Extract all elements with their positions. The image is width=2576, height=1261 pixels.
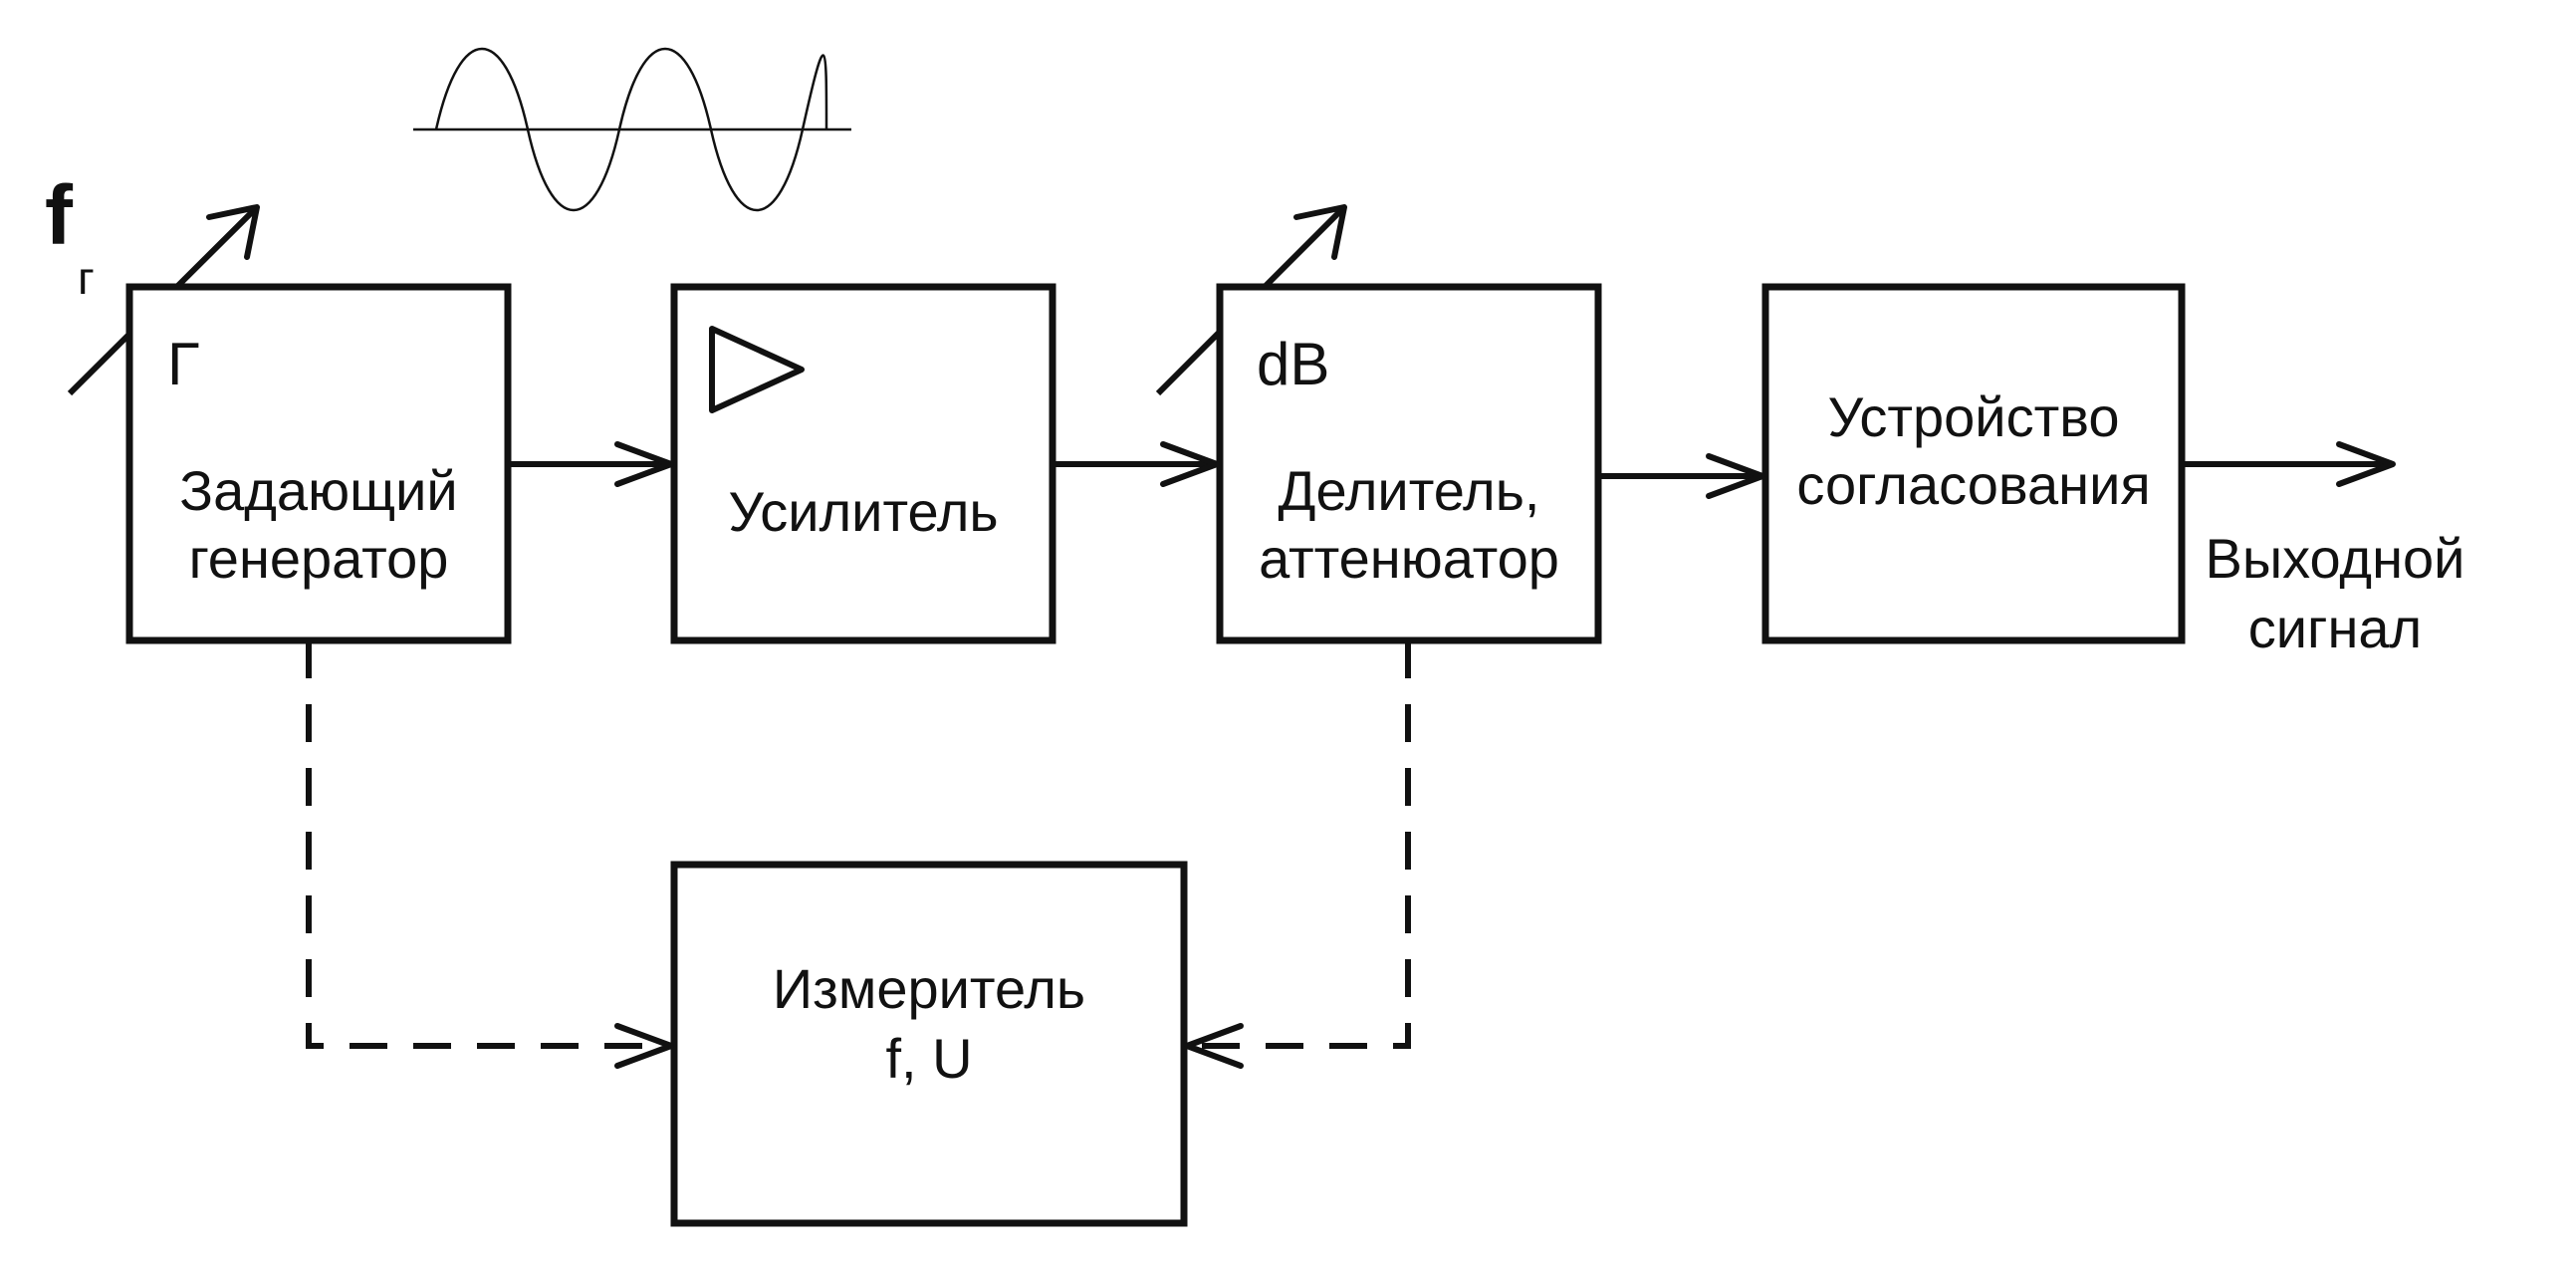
matching-device-block[interactable]: Устройство согласования xyxy=(1761,283,2186,644)
attenuator-symbol: dB xyxy=(1257,331,1329,397)
arrow-attenuator-to-matcher xyxy=(1598,453,1765,499)
frequency-subscript: г xyxy=(78,252,95,304)
sine-wave-icon xyxy=(413,48,851,211)
attenuator-label-line1: Делитель, xyxy=(1279,459,1540,522)
arrow-output xyxy=(2182,441,2396,487)
output-label-line2: сигнал xyxy=(2248,597,2422,659)
dashed-link-generator-to-meter xyxy=(306,640,674,1069)
generator-symbol: Г xyxy=(167,331,200,397)
dashed-link-attenuator-to-meter xyxy=(1184,640,1411,1069)
matching-label-line1: Устройство xyxy=(1828,385,2120,448)
matching-label-line2: согласования xyxy=(1796,453,2150,516)
generator-label-line1: Задающий xyxy=(179,459,457,522)
arrow-amplifier-to-attenuator xyxy=(1053,441,1220,487)
attenuator-label-line2: аттенюатор xyxy=(1259,527,1559,590)
amplifier-label: Усилитель xyxy=(728,480,998,543)
output-label-line1: Выходной xyxy=(2206,527,2465,590)
amplifier-triangle-icon xyxy=(709,326,805,413)
meter-label-line2: f, U xyxy=(885,1027,972,1090)
amplifier-block[interactable]: Усилитель xyxy=(670,283,1056,644)
meter-block[interactable]: Измеритель f, U xyxy=(670,861,1188,1227)
attenuator-block[interactable]: dB Делитель, аттенюатор xyxy=(1216,283,1602,644)
generator-block[interactable]: Г Задающий генератор xyxy=(125,283,512,644)
generator-label-line2: генератор xyxy=(189,527,449,590)
frequency-label: f xyxy=(45,168,74,262)
frequency-symbol: f xyxy=(45,168,74,262)
meter-label-line1: Измеритель xyxy=(773,957,1085,1020)
arrow-generator-to-amplifier xyxy=(508,441,674,487)
